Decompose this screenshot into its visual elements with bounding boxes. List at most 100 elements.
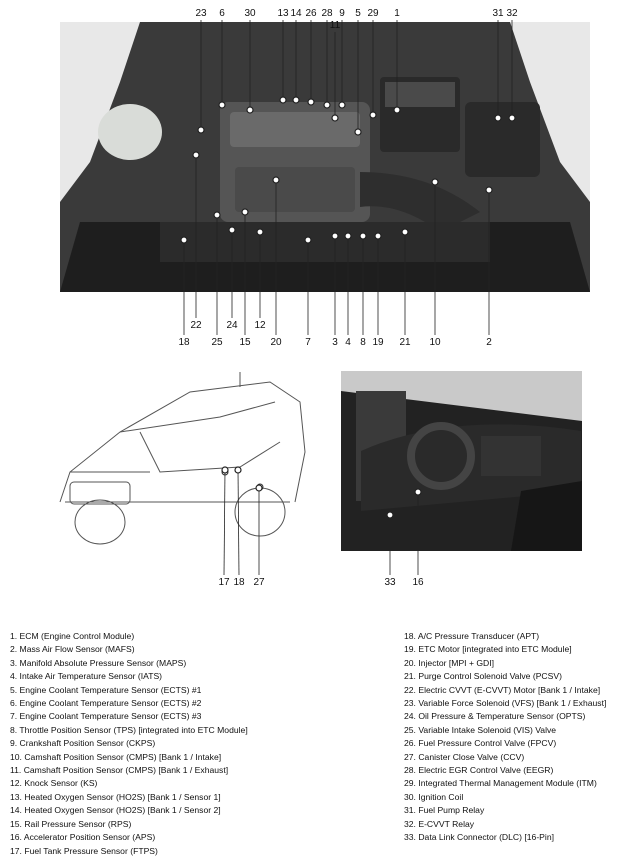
vehicle-callout-leader-line [237, 469, 240, 576]
legend-right-item: 27. Canister Close Valve (CCV) [404, 751, 525, 762]
engine-callout-marker [228, 226, 236, 234]
engine-callout-marker [344, 232, 352, 240]
engine-callout-label: 32 [506, 8, 518, 19]
vehicle-callout-marker [221, 466, 229, 474]
legend-left-item: 16. Accelerator Position Sensor (APS) [10, 832, 156, 843]
legend-right-item: 28. Electric EGR Control Valve (EEGR) [404, 765, 554, 776]
legend-right-item: 32. E-CVVT Relay [404, 818, 475, 829]
engine-callout-marker [246, 106, 254, 114]
legend-right-item: 18. A/C Pressure Transducer (APT) [404, 631, 540, 641]
legend-right-item: 26. Fuel Pressure Control Valve (FPCV) [404, 738, 557, 749]
engine-callout-marker [354, 128, 362, 136]
engine-callout-label: 1 [394, 8, 400, 19]
engine-callout-marker [197, 126, 205, 134]
engine-callout-label: 18 [178, 337, 190, 348]
engine-callout-marker [292, 96, 300, 104]
interior-callout-label: 33 [384, 577, 396, 588]
engine-callout-marker [192, 151, 200, 159]
engine-callout-marker [508, 114, 516, 122]
vehicle-callout-marker [234, 466, 242, 474]
interior-photo [341, 371, 582, 551]
legend-left-item: 15. Rail Pressure Sensor (RPS) [10, 818, 132, 829]
engine-callout-marker [241, 208, 249, 216]
legend-left-item: 2. Mass Air Flow Sensor (MAFS) [10, 644, 135, 655]
engine-bay-photo [60, 22, 590, 292]
legend-right-column: 18. A/C Pressure Transducer (APT) 19. ETC… [404, 630, 636, 845]
engine-callout-label: 13 [277, 8, 289, 19]
engine-callout-label: 3 [332, 337, 338, 348]
legend-left-item: 8. Throttle Position Sensor (TPS) [integ… [10, 724, 248, 735]
legend-left-item: 14. Heated Oxygen Sensor (HO2S) [Bank 1 … [10, 805, 221, 816]
legend-left-item: 10. Camshaft Position Sensor (CMPS) [Ban… [10, 751, 222, 762]
engine-callout-marker [304, 236, 312, 244]
engine-callout-label: 22 [190, 320, 202, 331]
engine-callout-marker [180, 236, 188, 244]
legend-right-item: 22. Electric CVVT (E-CVVT) Motor [Bank 1… [404, 684, 601, 695]
vehicle-callout-marker [255, 484, 263, 492]
legend-left-item: 3. Manifold Absolute Pressure Sensor (MA… [10, 657, 187, 668]
legend-left-item: 5. Engine Coolant Temperature Sensor (EC… [10, 684, 202, 695]
legend-right-item: 30. Ignition Coil [404, 791, 464, 802]
engine-callout-marker [359, 232, 367, 240]
engine-callout-marker [323, 101, 331, 109]
engine-callout-label: 24 [226, 320, 238, 331]
engine-callout-marker [338, 101, 346, 109]
legend-left-item: 1. ECM (Engine Control Module) [10, 631, 135, 641]
vehicle-callout-label: 27 [253, 577, 265, 588]
engine-callout-label: 6 [219, 8, 225, 19]
engine-callout-label: 4 [345, 337, 351, 348]
engine-callout-marker [401, 228, 409, 236]
engine-callout-label: 11 [330, 20, 341, 31]
engine-callout-marker [279, 96, 287, 104]
legend-left-item: 13. Heated Oxygen Sensor (HO2S) [Bank 1 … [10, 791, 221, 802]
interior-callout-marker [414, 488, 422, 496]
engine-callout-label: 28 [321, 8, 333, 19]
engine-callout-marker [256, 228, 264, 236]
engine-callout-marker [485, 186, 493, 194]
engine-callout-label: 7 [305, 337, 311, 348]
engine-callout-label: 10 [429, 337, 441, 348]
engine-callout-marker [307, 98, 315, 106]
legend-left-column: 1. ECM (Engine Control Module) 2. Mass Ai… [10, 630, 390, 858]
engine-callout-label: 19 [372, 337, 384, 348]
interior-callout-label: 16 [412, 577, 424, 588]
engine-callout-label: 15 [239, 337, 251, 348]
engine-callout-label: 23 [195, 8, 207, 19]
engine-callout-label: 26 [305, 8, 317, 19]
vehicle-callout-leader-line [223, 469, 226, 576]
engine-callout-marker [369, 111, 377, 119]
engine-bay-illustration [60, 22, 590, 292]
engine-callout-label: 29 [367, 8, 379, 19]
vehicle-callout-label: 18 [233, 577, 245, 588]
legend-right-item: 24. Oil Pressure & Temperature Sensor (O… [404, 711, 586, 722]
legend-left-item: 9. Crankshaft Position Sensor (CKPS) [10, 738, 156, 749]
engine-callout-marker [374, 232, 382, 240]
interior-illustration [341, 371, 582, 551]
engine-callout-marker [272, 176, 280, 184]
engine-callout-label: 9 [339, 8, 345, 19]
engine-callout-label: 25 [211, 337, 223, 348]
legend-right-item: 31. Fuel Pump Relay [404, 805, 485, 816]
engine-callout-label: 2 [486, 337, 492, 348]
engine-callout-marker [393, 106, 401, 114]
engine-callout-label: 12 [254, 320, 266, 331]
legend-right-item: 23. Variable Force Solenoid (VFS) [Bank … [404, 698, 607, 709]
engine-callout-marker [331, 114, 339, 122]
legend-left-item: 6. Engine Coolant Temperature Sensor (EC… [10, 698, 202, 709]
vehicle-callout-label: 17 [218, 577, 230, 588]
engine-callout-label: 20 [270, 337, 282, 348]
engine-callout-marker [431, 178, 439, 186]
interior-callout-marker [386, 511, 394, 519]
engine-callout-label: 8 [360, 337, 366, 348]
legend-right-item: 20. Injector [MPI + GDI] [404, 657, 495, 668]
legend-right-item: 19. ETC Motor [integrated into ETC Modul… [404, 644, 572, 655]
vehicle-sketch [40, 372, 330, 562]
legend-left-item: 4. Intake Air Temperature Sensor (IATS) [10, 671, 163, 682]
legend-right-item: 29. Integrated Thermal Management Module… [404, 778, 597, 789]
legend-left-item: 7. Engine Coolant Temperature Sensor (EC… [10, 711, 202, 722]
engine-callout-label: 30 [244, 8, 256, 19]
legend-left-item: 11. Camshaft Position Sensor (CMPS) [Ban… [10, 765, 229, 776]
engine-callout-marker [494, 114, 502, 122]
engine-callout-label: 14 [290, 8, 302, 19]
